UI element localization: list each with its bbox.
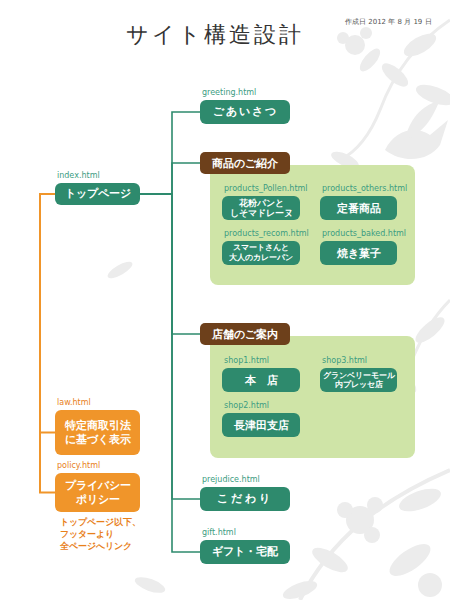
page-box: prejudice.htmlこだわり — [200, 487, 290, 511]
page-title: 焼き菓子 — [337, 247, 381, 260]
page-box: gift.htmlギフト・宅配 — [200, 540, 290, 564]
page-box: products_Pollen.html花粉パンと しそマドレーヌ — [222, 196, 300, 220]
page-title: スマートさんと 大人のカレーパン — [222, 243, 300, 262]
page-title: ギフト・宅配 — [212, 545, 278, 558]
page-box: shop1.html本 店 — [222, 368, 300, 392]
page-box: greeting.htmlごあいさつ — [200, 100, 290, 124]
section-panel: 商品のご紹介products_Pollen.html花粉パンと しそマドレーヌp… — [200, 152, 415, 285]
section-panel: 店舗のご案内shop1.html本 店shop3.htmlグランベリーモール 内… — [200, 323, 415, 458]
panel-background — [210, 336, 415, 458]
link-line — [140, 112, 200, 194]
page-title: プライバシー ポリシー — [55, 479, 140, 505]
diagram-title: サイト構造設計 — [0, 20, 430, 50]
file-name: products_others.html — [322, 184, 407, 194]
file-name: policy.html — [57, 461, 100, 471]
page-box: shop3.htmlグランベリーモール 内プレッセ店 — [320, 368, 397, 392]
page-title: 特定商取引法 に基づく表示 — [55, 419, 140, 445]
page-title: 長津田支店 — [234, 419, 289, 432]
page-title: グランベリーモール 内プレッセ店 — [320, 371, 397, 389]
link-line — [140, 194, 200, 552]
page-box: products_others.html定番商品 — [320, 196, 397, 220]
page-box: shop2.html長津田支店 — [222, 413, 300, 437]
file-name: products_baked.html — [322, 229, 406, 239]
page-title: ごあいさつ — [213, 105, 278, 118]
page-box: products_recom.htmlスマートさんと 大人のカレーパン — [222, 241, 300, 265]
page-title: 定番商品 — [337, 202, 381, 215]
page-box: products_baked.html焼き菓子 — [320, 241, 397, 265]
file-name: index.html — [57, 171, 100, 181]
file-name: products_recom.html — [224, 229, 309, 239]
file-name: products_Pollen.html — [224, 184, 308, 194]
link-line — [140, 194, 200, 499]
page-box: index.htmlトップページ — [55, 183, 140, 205]
file-name: shop1.html — [224, 356, 269, 366]
file-name: shop2.html — [224, 401, 269, 411]
file-name: prejudice.html — [202, 475, 260, 485]
link-line — [140, 163, 200, 194]
panel-background — [210, 165, 415, 285]
section-heading: 店舗のご案内 — [200, 323, 290, 345]
page-title: 花粉パンと しそマドレーヌ — [222, 198, 300, 218]
floral-silhouette — [105, 20, 450, 600]
file-name: gift.html — [202, 528, 236, 538]
file-name: shop3.html — [322, 356, 367, 366]
page-title: トップページ — [65, 187, 131, 200]
link-line — [40, 194, 55, 493]
link-line — [40, 194, 55, 433]
file-name: law.html — [57, 398, 91, 408]
page-title: 本 店 — [245, 374, 278, 387]
link-line — [140, 194, 200, 334]
page-title: こだわり — [217, 492, 273, 505]
file-name: greeting.html — [202, 88, 256, 98]
page-box: law.html特定商取引法 に基づく表示 — [55, 410, 140, 455]
footer-note: トップページ以下、 フッターより 全ページへリンク — [60, 516, 152, 552]
date-note: 作成日 2012 年 8 月 19 日 — [345, 17, 445, 27]
section-heading: 商品のご紹介 — [200, 152, 290, 174]
page-box: policy.htmlプライバシー ポリシー — [55, 473, 140, 512]
